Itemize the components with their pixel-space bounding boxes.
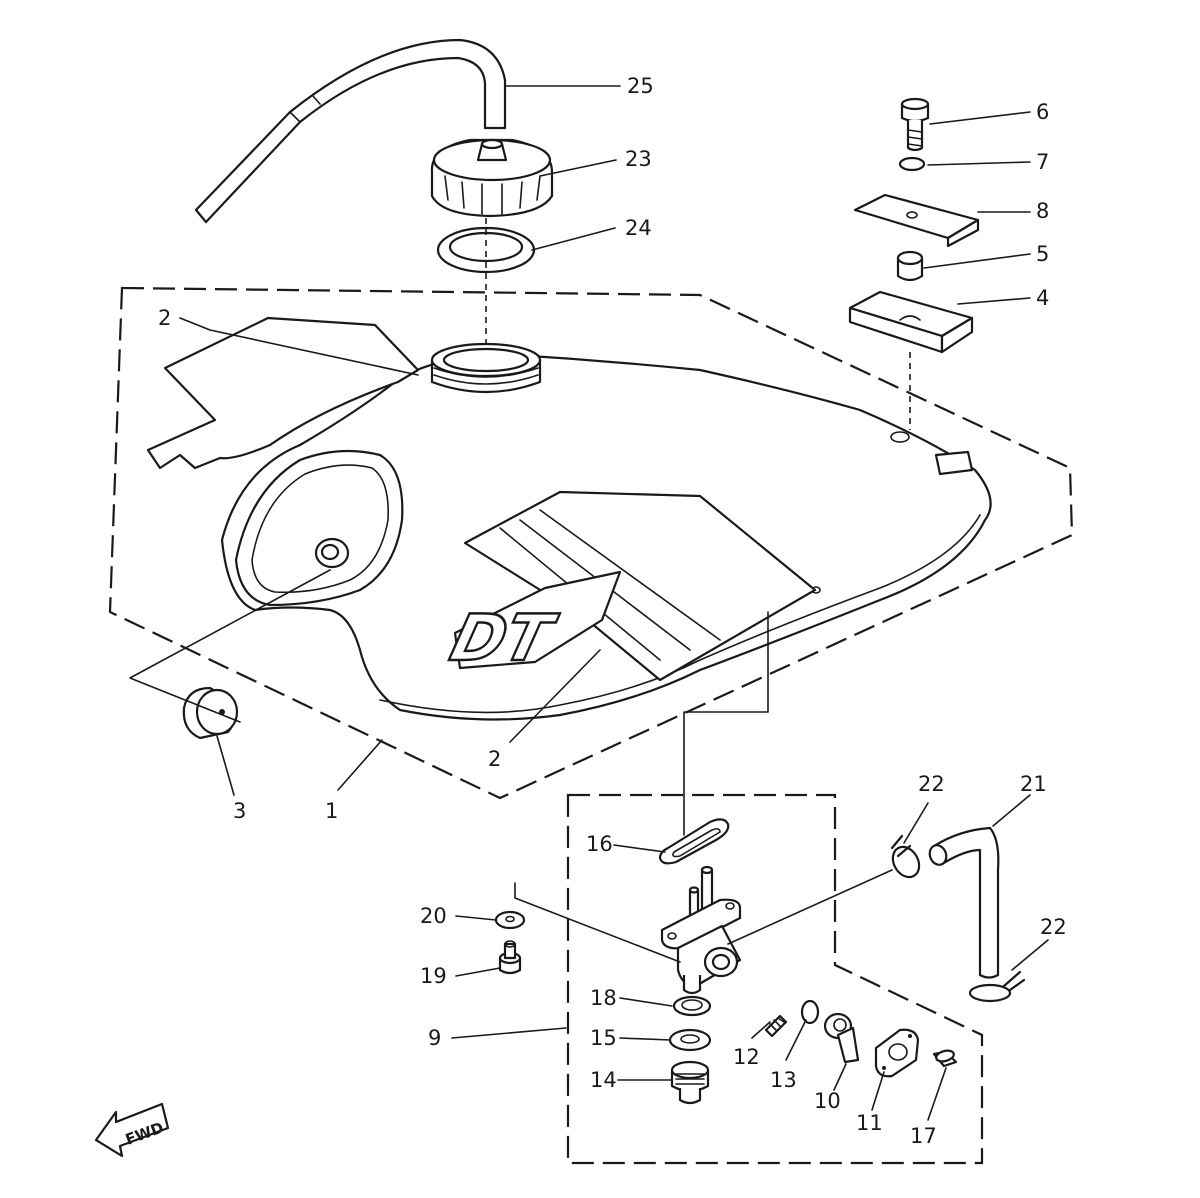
mount-bolt <box>900 97 930 152</box>
fuel-cap <box>430 138 554 218</box>
sediment-cup <box>670 1060 710 1105</box>
cock-centerline <box>683 611 769 836</box>
spring <box>764 1014 788 1038</box>
callout-23: 23 <box>625 147 652 171</box>
callout-21: 21 <box>1020 772 1047 796</box>
tank-logo-text: DT <box>444 602 564 676</box>
mount-damper <box>848 290 974 354</box>
washer <box>898 156 926 172</box>
fwd-direction-arrow: FWD <box>94 1102 170 1158</box>
filler-neck <box>430 342 542 394</box>
callout-17: 17 <box>910 1124 937 1148</box>
callout-19: 19 <box>420 964 447 988</box>
tank-group-boundary <box>108 286 1074 800</box>
side-decal-sheet <box>146 316 420 470</box>
breather-hose <box>194 38 507 224</box>
callout-13: 13 <box>770 1068 797 1092</box>
lever-plate <box>874 1028 920 1078</box>
callout-12: 12 <box>733 1045 760 1069</box>
gasket-15 <box>668 1028 712 1052</box>
callout-24: 24 <box>625 216 652 240</box>
callout-10: 10 <box>814 1089 841 1113</box>
o-ring-18 <box>672 995 712 1017</box>
hose-clip-upper <box>890 834 921 879</box>
callout-18: 18 <box>590 986 617 1010</box>
callout-11: 11 <box>856 1111 883 1135</box>
fuel-hose <box>928 826 1000 979</box>
mount-bracket <box>853 193 980 248</box>
callout-16: 16 <box>586 832 613 856</box>
hose-clip-lower <box>968 970 1026 1003</box>
leader-lines <box>179 85 1049 1121</box>
screw-17 <box>932 1049 958 1068</box>
cap-gasket <box>436 226 536 274</box>
grommet-projection <box>129 569 331 723</box>
callout-20: 20 <box>420 904 447 928</box>
callout-labels: 25 23 24 6 7 8 5 4 2 2 3 1 22 21 22 16 2… <box>158 74 1067 1148</box>
tank-grommet <box>182 686 239 740</box>
callout-8: 8 <box>1036 199 1049 223</box>
fuel-cock-body <box>660 865 742 995</box>
callout-3: 3 <box>233 799 246 823</box>
fuel-cock-lever <box>823 1012 860 1064</box>
o-ring-13 <box>800 999 820 1025</box>
callout-22-upper: 22 <box>918 772 945 796</box>
callout-1: 1 <box>325 799 338 823</box>
callout-5: 5 <box>1036 242 1049 266</box>
callout-25: 25 <box>627 74 654 98</box>
fuel-cock-group-boundary <box>566 793 984 1165</box>
callout-22-lower: 22 <box>1040 915 1067 939</box>
tank-side-decal: DT <box>442 490 817 682</box>
callout-14: 14 <box>590 1068 617 1092</box>
washer-20 <box>494 910 526 930</box>
callout-15: 15 <box>590 1026 617 1050</box>
callout-6: 6 <box>1036 100 1049 124</box>
callout-7: 7 <box>1036 150 1049 174</box>
fuel-cock-gasket <box>658 818 730 865</box>
callout-9: 9 <box>428 1026 441 1050</box>
screw-19 <box>498 940 522 975</box>
callout-4: 4 <box>1036 286 1049 310</box>
callout-2-lower: 2 <box>488 747 501 771</box>
callout-2-upper: 2 <box>158 306 171 330</box>
collar <box>896 250 924 282</box>
fuel-line-link <box>514 869 893 963</box>
